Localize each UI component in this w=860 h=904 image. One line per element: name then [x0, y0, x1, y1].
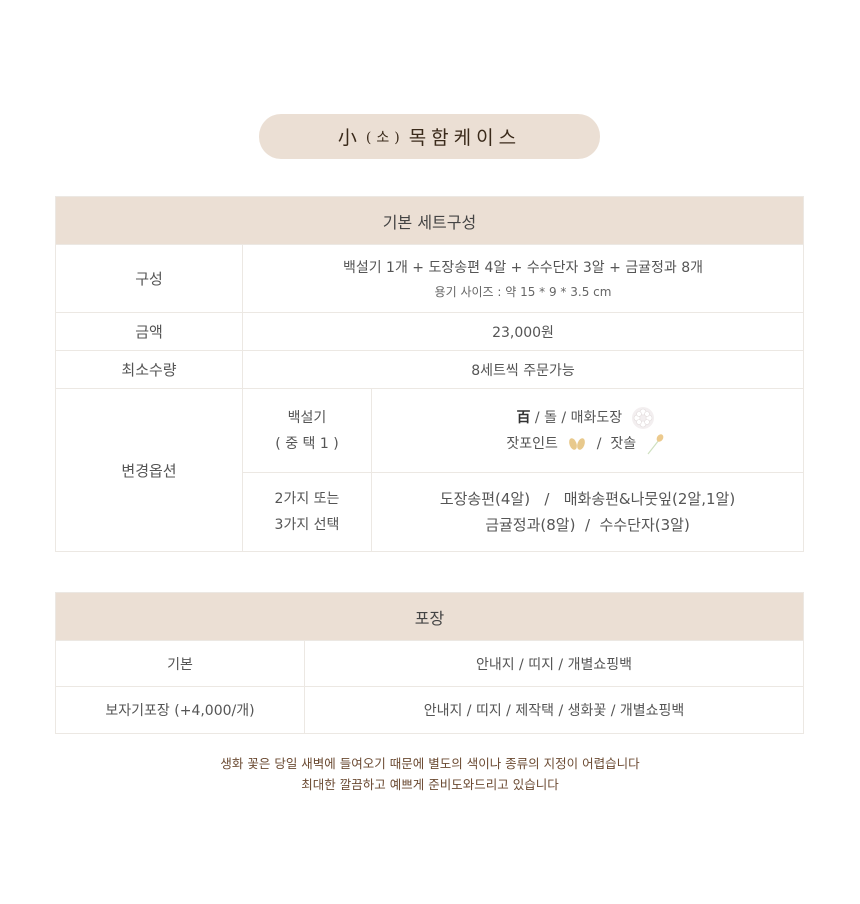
option-label-sub: 3가지 선택	[274, 517, 340, 533]
option-rice-cake-line: 금귤정과(8알) / 수수단자(3알)	[485, 516, 690, 534]
packaging-header: 포장	[55, 592, 804, 641]
option-rice-cake-line: 도장송편(4알) / 매화송편&나뭇잎(2알,1알)	[439, 490, 736, 508]
title-hanja: 小	[337, 127, 362, 149]
option-label: 2가지 또는	[274, 491, 340, 507]
table-row: 최소수량 8세트씩 주문가능	[55, 350, 804, 389]
row-value: 안내지 / 띠지 / 제작택 / 생화꽃 / 개별쇼핑백	[304, 686, 804, 734]
table-row: 보자기포장 (+4,000/개) 안내지 / 띠지 / 제작택 / 생화꽃 / …	[55, 686, 804, 734]
flower-notice: 생화 꽃은 당일 새벽에 들여오기 때문에 별도의 색이나 종류의 지정이 어렵…	[0, 753, 860, 795]
pine-nut-icon	[569, 437, 586, 450]
plum-flower-icon	[631, 406, 654, 429]
packaging-table: 포장 기본 안내지 / 띠지 / 개별쇼핑백 보자기포장 (+4,000/개) …	[55, 592, 804, 734]
option-label: 백설기	[287, 409, 327, 426]
separator: /	[596, 435, 602, 452]
basic-set-table: 기본 세트구성 구성 백설기 1개 + 도장송편 4알 + 수수단자 3알 + …	[55, 196, 804, 552]
separator: /	[561, 409, 567, 426]
pine-needle-icon	[647, 433, 664, 454]
option-plum-stamp: 매화도장	[570, 409, 623, 426]
min-quantity-value: 8세트씩 주문가능	[242, 350, 804, 389]
row-label: 보자기포장 (+4,000/개)	[55, 686, 305, 734]
composition-value: 백설기 1개 + 도장송편 4알 + 수수단자 3알 + 금귤정과 8개	[342, 260, 704, 276]
row-value: 안내지 / 띠지 / 개별쇼핑백	[304, 640, 804, 687]
row-label: 변경옵션	[55, 388, 243, 552]
product-title: 小(소)목함케이스	[259, 114, 600, 159]
row-label: 최소수량	[55, 350, 243, 389]
option-pine-nut-point: 잣포인트	[506, 435, 558, 452]
title-paren: (소)	[365, 129, 405, 146]
row-label: 금액	[55, 312, 243, 351]
table-row: 기본 안내지 / 띠지 / 개별쇼핑백	[55, 640, 804, 687]
option-pine-brush: 잣솔	[610, 435, 637, 452]
container-size: 용기 사이즈 : 약 15 * 9 * 3.5 cm	[434, 285, 612, 299]
row-label: 기본	[55, 640, 305, 687]
option-stone: 돌	[544, 409, 557, 426]
price-value: 23,000원	[242, 312, 804, 351]
option-label-sub: ( 중 택 1 )	[275, 435, 339, 452]
table-row: 2가지 또는 3가지 선택 도장송편(4알) / 매화송편&나뭇잎(2알,1알) 금…	[56, 472, 804, 552]
notice-line: 최대한 깔끔하고 예쁘게 준비도와드리고 있습니다	[301, 777, 559, 792]
basic-set-header: 기본 세트구성	[55, 196, 804, 245]
row-label: 구성	[55, 244, 243, 313]
table-row: 금액 23,000원	[55, 312, 804, 351]
table-row: 변경옵션 백설기 ( 중 택 1 ) 百 / 돌 / 매화도장 잣포인트 / 잣솔	[55, 388, 804, 552]
stamp-glyph: 百	[516, 409, 531, 426]
separator: /	[534, 409, 540, 426]
notice-line: 생화 꽃은 당일 새벽에 들여오기 때문에 별도의 색이나 종류의 지정이 어렵…	[220, 756, 640, 771]
title-text: 목함케이스	[408, 127, 522, 149]
